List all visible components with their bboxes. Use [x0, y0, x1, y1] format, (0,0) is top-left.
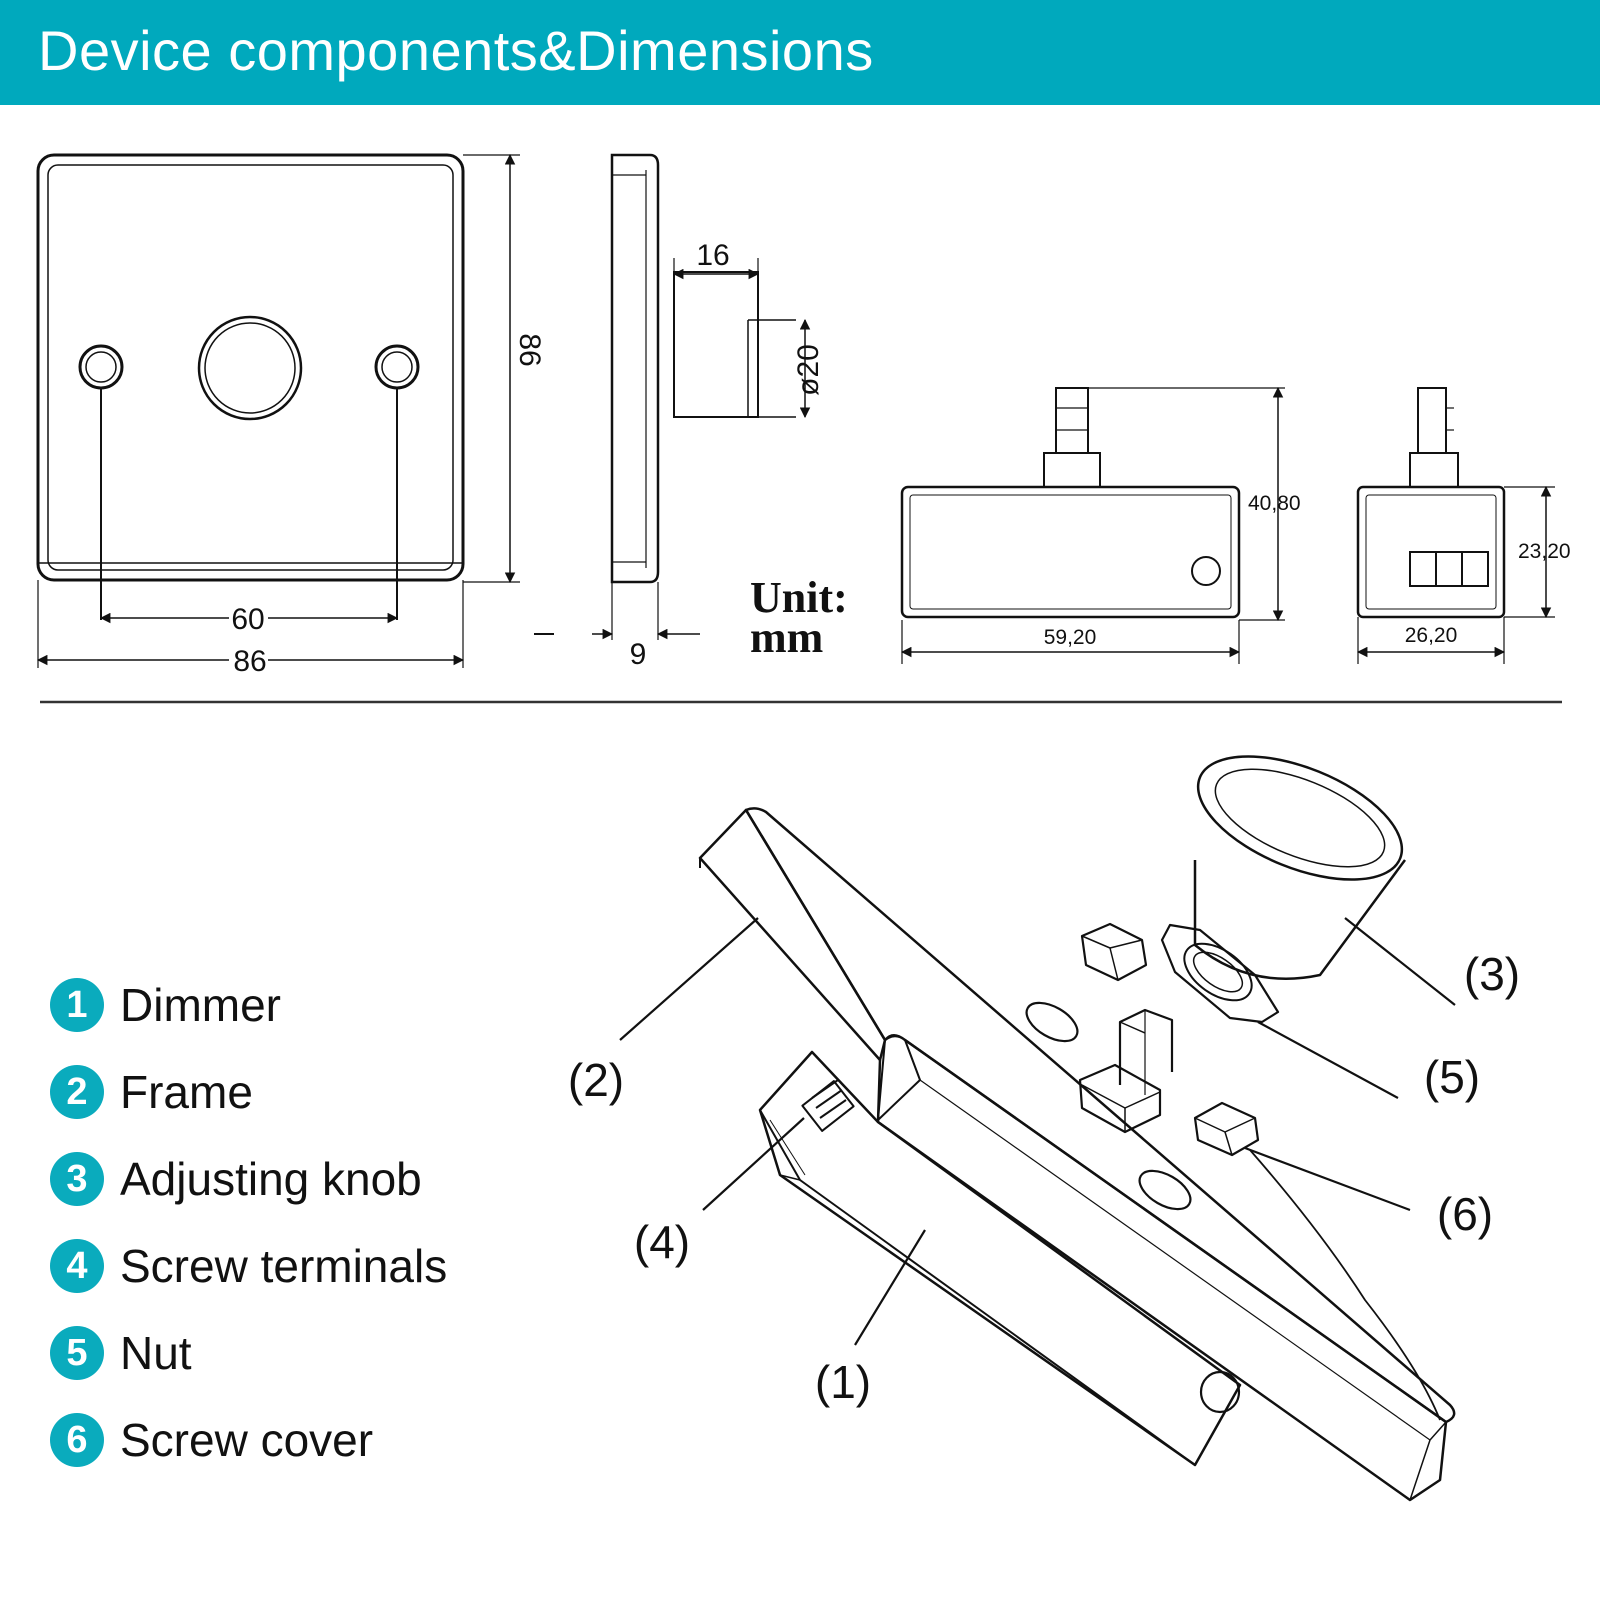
callout-dimmer: (1): [815, 1356, 871, 1408]
legend-label: Screw cover: [120, 1414, 374, 1466]
legend-label: Adjusting knob: [120, 1153, 422, 1205]
callout-screw-cover: (6): [1437, 1188, 1493, 1240]
legend-number: 1: [50, 978, 104, 1032]
callout-screw-terminals: (4): [634, 1216, 690, 1268]
legend-number: 3: [50, 1152, 104, 1206]
legend-label: Nut: [120, 1327, 192, 1379]
dim-hole-spacing: 60: [231, 603, 264, 636]
side-view: [610, 153, 796, 640]
legend-item-nut: 5 Nut: [50, 1323, 192, 1383]
exploded-view: [698, 755, 1456, 1502]
page-title: Device components&Dimensions: [38, 19, 874, 82]
callout-nut: (5): [1424, 1051, 1480, 1103]
front-view: [36, 153, 465, 668]
unit-value: mm: [750, 613, 823, 662]
legend-label: Frame: [120, 1066, 253, 1118]
module-side-view: [1356, 387, 1555, 664]
legend-number: 4: [50, 1239, 104, 1293]
dim-module-width: 59,20: [1044, 626, 1097, 649]
header-banner: Device components&Dimensions: [0, 0, 1600, 105]
legend-label: Dimmer: [120, 979, 281, 1031]
callout-knob: (3): [1464, 948, 1520, 1000]
legend-item-frame: 2 Frame: [50, 1062, 253, 1122]
unit-label: Unit:: [750, 573, 848, 622]
legend-label: Screw terminals: [120, 1240, 448, 1292]
dim-front-width: 86: [233, 645, 266, 678]
legend-number: 2: [50, 1065, 104, 1119]
module-front-view: [900, 387, 1285, 664]
dim-module-height: 40,80: [1248, 492, 1301, 515]
dim-knob-diameter: ø20: [792, 344, 825, 396]
leader-lines: [619, 917, 1456, 1346]
legend-number: 5: [50, 1326, 104, 1380]
dim-module-side-height: 23,20: [1518, 540, 1571, 563]
callout-frame: (2): [568, 1054, 624, 1106]
dim-knob-length: 16: [696, 239, 729, 272]
dim-module-side-width: 26,20: [1405, 624, 1458, 647]
legend-item-screw-cover: 6 Screw cover: [50, 1410, 373, 1470]
dim-front-height: 86: [513, 333, 546, 366]
legend-number: 6: [50, 1413, 104, 1467]
legend-item-adjusting-knob: 3 Adjusting knob: [50, 1149, 422, 1209]
legend-item-screw-terminals: 4 Screw terminals: [50, 1236, 447, 1296]
dim-side-depth: 9: [630, 638, 647, 671]
legend-item-dimmer: 1 Dimmer: [50, 975, 281, 1035]
